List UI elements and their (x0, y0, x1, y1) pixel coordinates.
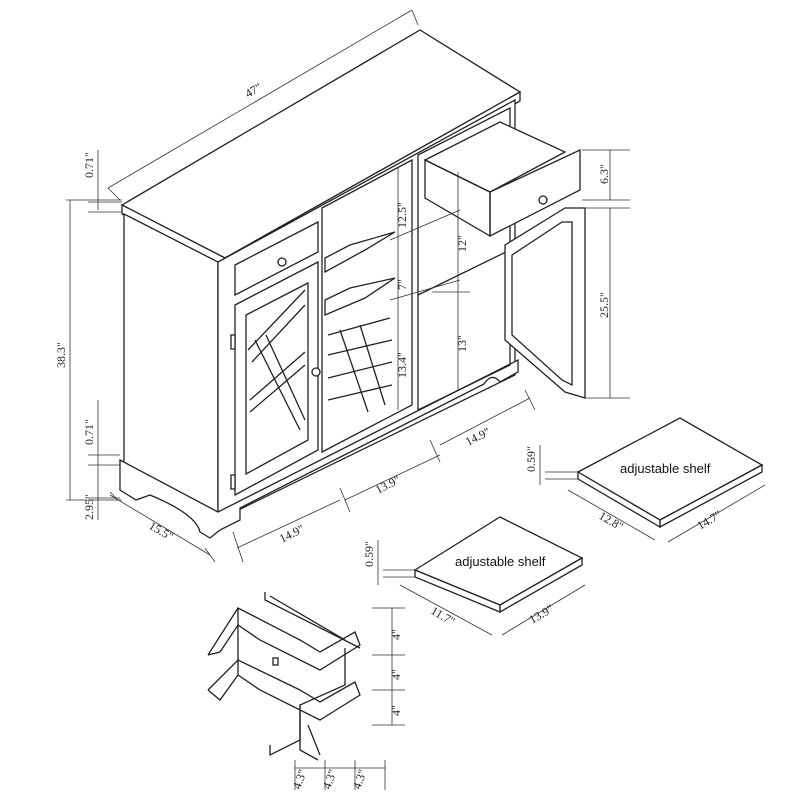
shelf-small-side (499, 556, 583, 614)
left-door-panel (245, 281, 309, 476)
dim-right-lower-gap: 13" (455, 335, 469, 352)
shelf-large-side (659, 463, 763, 529)
dim-rack-spacing-3: 4" (389, 705, 403, 716)
cabinet-base (119, 358, 519, 539)
shelf-large-label: adjustable shelf (620, 461, 711, 476)
dimension-labels: 47" 0.71" 38.3" 0.71" 2.95" 15.5" 14.9" … (54, 80, 724, 791)
dim-left-bay-width: 14.9" (277, 521, 307, 545)
door-hinge-upper (230, 334, 236, 350)
dim-base-height: 2.95" (82, 494, 96, 520)
dim-overall-height: 38.3" (54, 342, 68, 368)
open-drawer-knob (538, 195, 548, 205)
open-right-door-panel (511, 221, 573, 387)
dim-middle-bay-width: 13.9" (373, 472, 403, 496)
left-door-knob (311, 367, 321, 377)
dim-right-bay-width: 14.9" (463, 424, 493, 448)
dim-lower-gap: 13.4" (395, 352, 409, 378)
middle-shelf-lower (324, 277, 396, 316)
right-bay-opening (417, 106, 511, 412)
dim-shelf-small-thickness: 0.59" (362, 541, 376, 567)
dim-rack-spacing-1: 4" (389, 629, 403, 640)
dim-rack-width-2: 4.3" (320, 767, 340, 791)
dim-base-gap: 0.71" (82, 419, 96, 445)
middle-bay-opening (321, 158, 413, 454)
dim-right-upper-gap: 12" (455, 235, 469, 252)
dim-wine-rack-gap: 7" (395, 279, 409, 290)
dim-shelf-large-depth: 12.8" (597, 508, 627, 533)
middle-shelf-upper (324, 231, 396, 274)
dim-rack-width-3: 4.3" (350, 767, 370, 791)
dim-top-shelf-gap: 12.5" (395, 202, 409, 228)
door-hinge-lower (230, 474, 236, 490)
built-in-wine-rack (327, 317, 393, 413)
left-door (234, 260, 319, 497)
dim-drawer-height: 6.3" (597, 164, 611, 184)
dim-top-thickness: 0.71" (82, 152, 96, 178)
dim-depth: 15.5" (147, 518, 177, 543)
dim-overall-width: 47" (243, 80, 265, 101)
dimension-lines (66, 9, 766, 790)
open-drawer-side (424, 158, 491, 238)
dim-shelf-large-thickness: 0.59" (524, 446, 538, 472)
adjustable-shelf-small: adjustable shelf (413, 516, 584, 614)
dim-door-height: 25.5" (597, 292, 611, 318)
dim-rack-width-1: 4.3" (290, 767, 310, 791)
left-drawer (234, 220, 319, 297)
dim-shelf-small-depth: 11.7" (429, 603, 458, 628)
left-drawer-knob (277, 257, 287, 267)
cabinet (119, 29, 586, 539)
adjustable-shelf-large: adjustable shelf (576, 417, 764, 529)
shelf-small-label: adjustable shelf (455, 554, 546, 569)
detached-wine-rack (207, 592, 361, 761)
door-cross-brace (247, 289, 306, 431)
dim-rack-spacing-2: 4" (389, 669, 403, 680)
